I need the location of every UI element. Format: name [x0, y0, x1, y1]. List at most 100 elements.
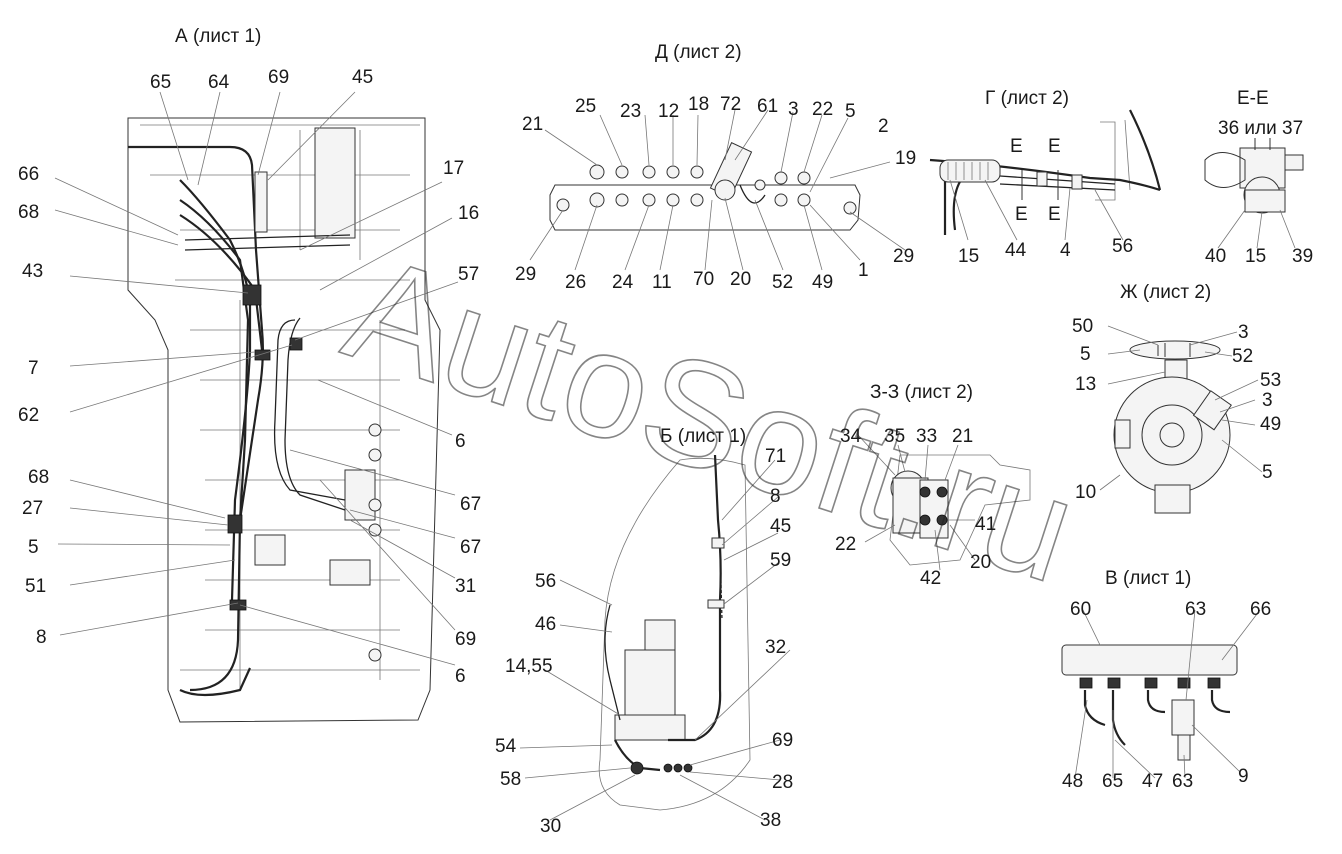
part-number: 22: [835, 534, 856, 555]
section-mark-e: E: [1015, 204, 1028, 225]
part-number: 65: [150, 72, 171, 93]
part-number: 20: [730, 269, 751, 290]
view-b-geometry: [598, 454, 751, 811]
view-ee-title: Е-Е: [1237, 88, 1269, 109]
part-number: 69: [772, 730, 793, 751]
view-b-labels: 71 8 45 59 56 46 14,55 32 54 69 58 28 30…: [495, 446, 793, 837]
part-number: 69: [455, 629, 476, 650]
part-number: 6: [455, 431, 466, 452]
part-number: 22: [812, 99, 833, 120]
part-number: 5: [1080, 344, 1091, 365]
view-ee-labels: 40 15 39: [1205, 246, 1313, 267]
view-zh-geometry: [1113, 340, 1232, 514]
part-number: 64: [208, 72, 230, 93]
part-number: 32: [765, 637, 786, 658]
part-number: 25: [575, 96, 596, 117]
part-number: 21: [952, 426, 973, 447]
part-number: 15: [1245, 246, 1266, 267]
part-number: 51: [25, 576, 46, 597]
part-number: 33: [916, 426, 937, 447]
view-v-labels: 60 63 66 48 65 47 63 9: [1062, 599, 1271, 792]
part-number: 44: [1005, 240, 1027, 261]
part-number: 27: [22, 498, 43, 519]
part-number: 58: [500, 769, 521, 790]
part-number: 65: [1102, 771, 1123, 792]
part-number: 56: [535, 571, 556, 592]
part-number: 52: [1232, 346, 1253, 367]
view-g-labels: 15 44 4 56: [958, 236, 1133, 267]
part-number: 70: [693, 269, 714, 290]
part-number: 16: [458, 203, 479, 224]
view-zh-title: Ж (лист 2): [1120, 282, 1211, 303]
part-number: 20: [970, 552, 991, 573]
part-number: 60: [1070, 599, 1091, 620]
part-number: 31: [455, 576, 476, 597]
part-number: 46: [535, 614, 556, 635]
view-z-title: З-З (лист 2): [870, 382, 973, 403]
part-number: 26: [565, 272, 586, 293]
part-number: 24: [612, 272, 634, 293]
part-number: 50: [1072, 316, 1093, 337]
part-number: 62: [18, 405, 39, 426]
part-number: 47: [1142, 771, 1163, 792]
view-d-title: Д (лист 2): [655, 42, 742, 63]
view-a-title: А (лист 1): [175, 26, 261, 47]
part-number: 19: [895, 148, 916, 169]
part-number: 41: [975, 514, 996, 535]
part-number: 67: [460, 537, 481, 558]
part-number: 71: [765, 446, 786, 467]
part-number: 2: [878, 116, 889, 137]
view-z-geometry: [889, 454, 1031, 566]
part-number: 21: [522, 114, 543, 135]
part-number: 38: [760, 810, 781, 831]
part-number: 30: [540, 816, 561, 837]
part-number: 53: [1260, 370, 1281, 391]
view-z-labels: 34 35 33 21 22 41 42 20: [835, 426, 996, 589]
part-number: 45: [770, 516, 791, 537]
part-number: 12: [658, 101, 679, 122]
part-number: 45: [352, 67, 373, 88]
part-number: 66: [1250, 599, 1271, 620]
part-number: 49: [812, 272, 833, 293]
part-number: 15: [958, 246, 979, 267]
part-number: 18: [688, 94, 709, 115]
section-mark-e: E: [1048, 136, 1061, 157]
part-number: 61: [757, 96, 778, 117]
view-a-geometry: [127, 117, 441, 723]
view-v-geometry: [1061, 644, 1238, 761]
part-number: 56: [1112, 236, 1133, 257]
part-number: 3: [1262, 390, 1273, 411]
part-number: 13: [1075, 374, 1096, 395]
view-b-title: Б (лист 1): [660, 426, 746, 447]
part-number: 1: [858, 260, 869, 281]
part-number: 4: [1060, 240, 1071, 261]
part-number: 68: [28, 467, 49, 488]
part-number: 8: [36, 627, 47, 648]
part-number: 35: [884, 426, 905, 447]
part-number: 5: [1262, 462, 1273, 483]
part-number: 6: [455, 666, 466, 687]
part-number: 29: [515, 264, 536, 285]
view-d-labels: 21 25 23 12 18 72 61 3 22 5 2 19 29 26 2…: [515, 94, 916, 293]
part-number: 3: [788, 99, 799, 120]
part-number: 7: [28, 358, 39, 379]
part-number: 9: [1238, 766, 1249, 787]
leader-lines: [54, 91, 1296, 821]
part-number: 59: [770, 550, 791, 571]
view-a-labels: 65 64 69 45 66 68 17 16 43 57 7 62 6 68 …: [18, 67, 481, 687]
part-number: 67: [460, 494, 481, 515]
part-number: 69: [268, 67, 289, 88]
view-ee-note: 36 или 37: [1218, 118, 1303, 139]
part-number: 66: [18, 164, 39, 185]
view-g-geometry: [929, 109, 1162, 235]
part-number: 52: [772, 272, 793, 293]
part-number: 5: [28, 537, 39, 558]
part-number: 63: [1185, 599, 1206, 620]
view-v-title: В (лист 1): [1105, 568, 1191, 589]
part-number: 29: [893, 246, 914, 267]
part-number: 17: [443, 158, 464, 179]
part-number: 57: [458, 264, 479, 285]
part-number: 42: [920, 568, 941, 589]
